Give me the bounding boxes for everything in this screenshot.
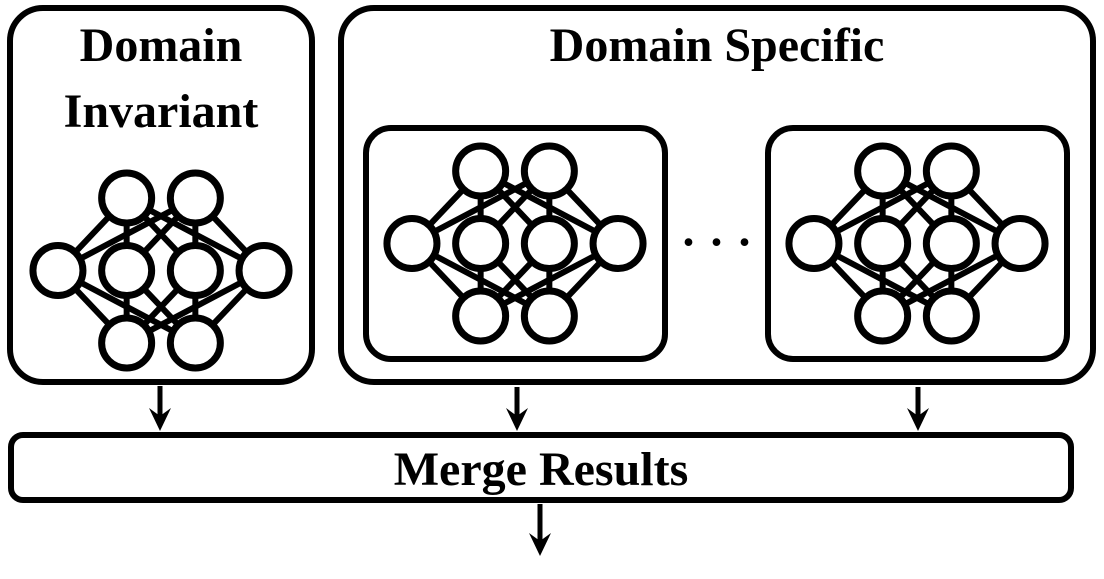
domain-specific-title: Domain Specific xyxy=(549,19,885,72)
domain-invariant-title-line1: Domain xyxy=(79,19,243,72)
arrow-domain-invariant-to-merge xyxy=(149,386,171,431)
domain-invariant-title-line2: Invariant xyxy=(63,85,259,138)
neural-network-icon xyxy=(383,142,647,345)
merge-results-bar: Merge Results xyxy=(8,432,1074,503)
domain-invariant-box: Domain Invariant xyxy=(7,5,315,385)
ellipsis-dots: · · · xyxy=(680,216,753,269)
neural-network-icon xyxy=(785,142,1049,345)
domain-specific-box: Domain Specific · · · xyxy=(338,5,1096,385)
neural-network-icon xyxy=(29,169,293,372)
merge-results-label: Merge Results xyxy=(393,443,689,496)
domain-specific-subnet-box-n xyxy=(765,125,1070,362)
arrow-domain-specific-right-to-merge xyxy=(907,387,929,431)
arrow-domain-specific-left-to-merge xyxy=(506,387,528,431)
domain-invariant-title: Domain Invariant xyxy=(13,13,309,145)
arrow-merge-output xyxy=(529,504,551,556)
domain-specific-subnet-box-1 xyxy=(363,125,668,362)
